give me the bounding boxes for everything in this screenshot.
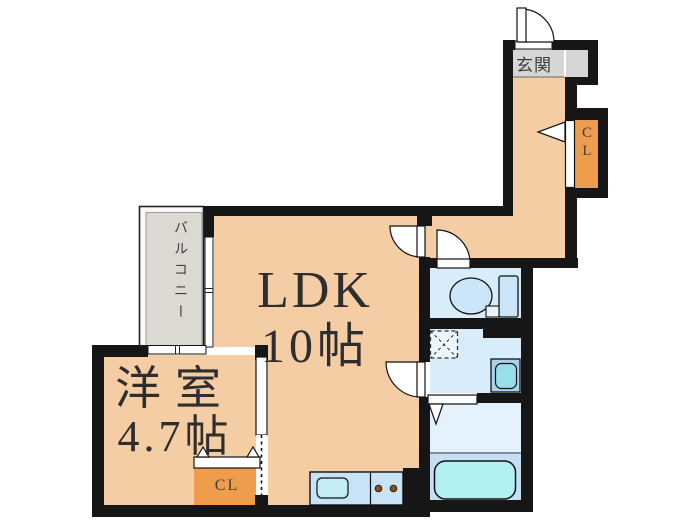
hall-closet-door — [564, 119, 576, 189]
corridor-floor — [513, 77, 565, 258]
wall-segment — [92, 345, 148, 357]
walls — [92, 40, 608, 517]
ldk-name: LDK — [257, 262, 373, 319]
wall-segment — [565, 188, 577, 268]
washbasin-icon — [494, 362, 518, 390]
ldk-label: LDK 10帖 — [225, 263, 405, 375]
entrance-divider — [564, 48, 566, 77]
wall-segment — [419, 500, 533, 512]
western-room-size: 4.7帖 — [117, 412, 233, 461]
wall-segment — [403, 468, 419, 505]
balcony — [138, 205, 205, 348]
fixtures — [309, 275, 521, 506]
hall-closet-door-triangle — [536, 121, 566, 143]
entrance-door-leaf — [516, 7, 527, 43]
western-balcony-window — [147, 345, 207, 355]
bathroom-floor — [430, 403, 521, 453]
stove-burners-icon — [374, 484, 383, 493]
toilet-tank-icon — [498, 275, 519, 318]
wall-segment — [552, 40, 598, 50]
wall-segment — [503, 40, 513, 216]
wall-segment — [483, 318, 521, 338]
windows — [147, 40, 553, 355]
wall-segment — [588, 40, 598, 85]
wall-segment — [477, 393, 521, 403]
bathtub-icon — [433, 460, 517, 500]
ldk-door-leaf — [416, 225, 426, 258]
wall-segment — [565, 77, 598, 85]
toilet-detail — [485, 305, 500, 318]
western-opening — [256, 435, 267, 495]
washing-machine-pad-icon — [429, 330, 459, 359]
ldk-floor — [214, 216, 419, 347]
doors — [193, 7, 576, 495]
pad-cross — [430, 330, 458, 359]
hall-closet-label: CL — [579, 125, 595, 161]
wall-segment — [417, 206, 432, 226]
bedroom-closet-door — [193, 456, 261, 469]
entrance-floor — [513, 48, 590, 77]
entrance-door-swing — [520, 8, 555, 43]
wall-segment — [598, 108, 608, 198]
bedroom-closet-label: CL — [214, 477, 240, 494]
kitchen-counter — [309, 471, 404, 506]
wall-segment — [419, 397, 430, 505]
western-room-label: 洋室 4.7帖 — [85, 365, 265, 461]
bedroom-closet — [194, 468, 260, 505]
western-room-name: 洋室 — [115, 363, 235, 414]
stove-burners-icon — [389, 484, 398, 493]
ldk-balcony-window — [204, 236, 214, 348]
washroom-door-leaf — [416, 361, 426, 398]
closet-door-triangle — [245, 445, 261, 458]
wall-segment — [432, 206, 513, 216]
balcony-deck — [145, 212, 203, 347]
balcony-label: バルコニー — [172, 220, 187, 325]
toilet-door-leaf — [436, 258, 471, 269]
wall-segment — [204, 206, 214, 237]
wall-segment — [204, 206, 422, 216]
kitchen-sink-icon — [316, 477, 349, 499]
bath-door — [427, 394, 478, 405]
wall-segment — [521, 258, 533, 512]
wall-segment — [430, 318, 521, 329]
toilet-icon — [449, 277, 493, 315]
hall-closet — [575, 120, 598, 188]
bath-door-triangle — [428, 403, 444, 426]
wall-segment — [565, 188, 608, 198]
wall-segment — [92, 345, 104, 517]
entrance-label: 玄関 — [516, 56, 552, 75]
closet-door-triangle — [195, 445, 211, 458]
wall-segment — [565, 108, 608, 120]
wall-segment — [255, 495, 268, 517]
wall-segment — [255, 345, 268, 360]
wall-segment — [419, 257, 430, 362]
ldk-size: 10帖 — [260, 320, 369, 373]
